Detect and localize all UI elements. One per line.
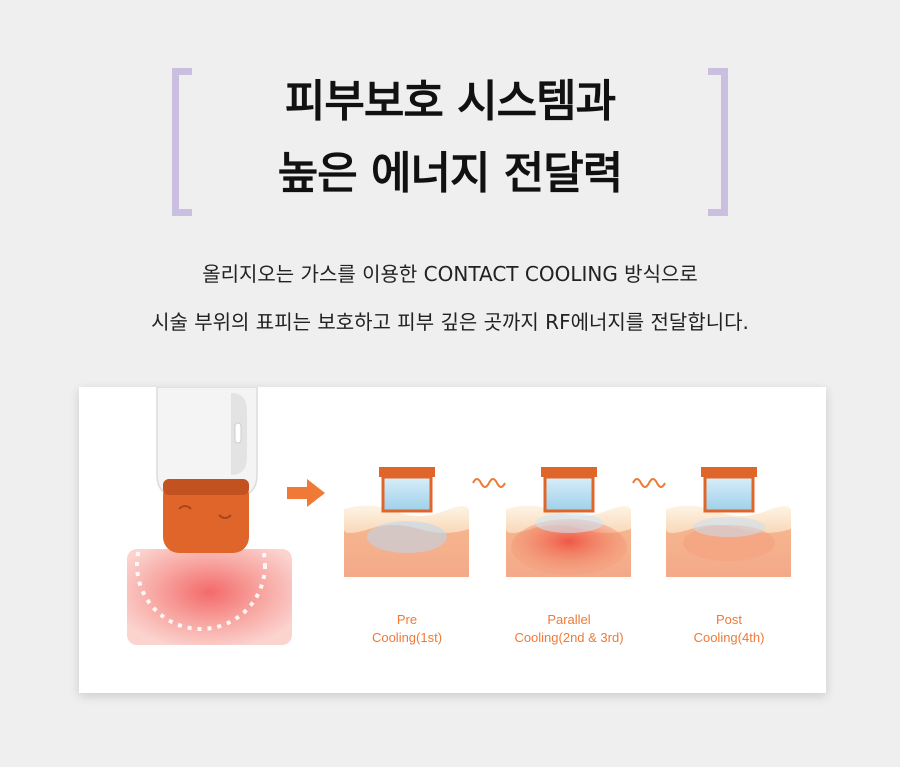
stage-label-post: Post Cooling(4th) (649, 611, 809, 646)
stage-post-cooling (666, 467, 791, 577)
description-line-1: 올리지오는 가스를 이용한 CONTACT COOLING 방식으로 (202, 262, 698, 286)
cooling-gas (543, 475, 595, 513)
cooling-cap (541, 467, 597, 477)
right-bracket (708, 68, 728, 216)
cooling-gas (381, 475, 433, 513)
treatment-area (127, 549, 292, 645)
description-line-2: 시술 부위의 표피는 보호하고 피부 깊은 곳까지 RF에너지를 전달합니다. (151, 310, 749, 334)
stage-label-line-1: Parallel (547, 612, 591, 627)
cooling-diagram-panel: Pre Cooling(1st) Parallel Cooling(2nd & … (79, 387, 826, 693)
stage-label-line-1: Pre (396, 612, 418, 627)
stage-label-line-2: Cooling(1st) (371, 629, 443, 645)
cooled-zone (367, 521, 447, 553)
left-bracket (172, 68, 192, 216)
stage-pre-cooling (344, 467, 469, 577)
cooling-diagram (127, 387, 791, 645)
probe-indicator (234, 422, 242, 444)
stage-label-line-2: Cooling(4th) (693, 629, 765, 645)
stage-parallel-cooling (506, 467, 631, 577)
heading-line-2: 높은 에너지 전달력 (277, 148, 623, 199)
cooling-cap (701, 467, 757, 477)
wave-icon (632, 478, 666, 488)
arrow-right-icon (287, 479, 325, 507)
wave-icon (472, 478, 506, 488)
cooling-gas (703, 475, 755, 513)
cooled-zone (693, 517, 765, 537)
heading-block: 피부보호 시스템과 높은 에너지 전달력 (0, 66, 900, 226)
stage-label-pre: Pre Cooling(1st) (327, 611, 487, 646)
cooled-zone (535, 513, 603, 533)
heading-line-1: 피부보호 시스템과 (284, 76, 616, 127)
cooling-cap (379, 467, 435, 477)
rf-probe-icon (127, 387, 292, 645)
heated-zone (511, 519, 627, 575)
epidermis (344, 505, 469, 533)
stage-label-line-1: Post (715, 612, 742, 627)
probe-tip (163, 479, 249, 553)
probe-tip-band (163, 479, 249, 495)
stage-label-parallel: Parallel Cooling(2nd & 3rd) (489, 611, 649, 646)
stage-label-line-2: Cooling(2nd & 3rd) (514, 629, 624, 645)
